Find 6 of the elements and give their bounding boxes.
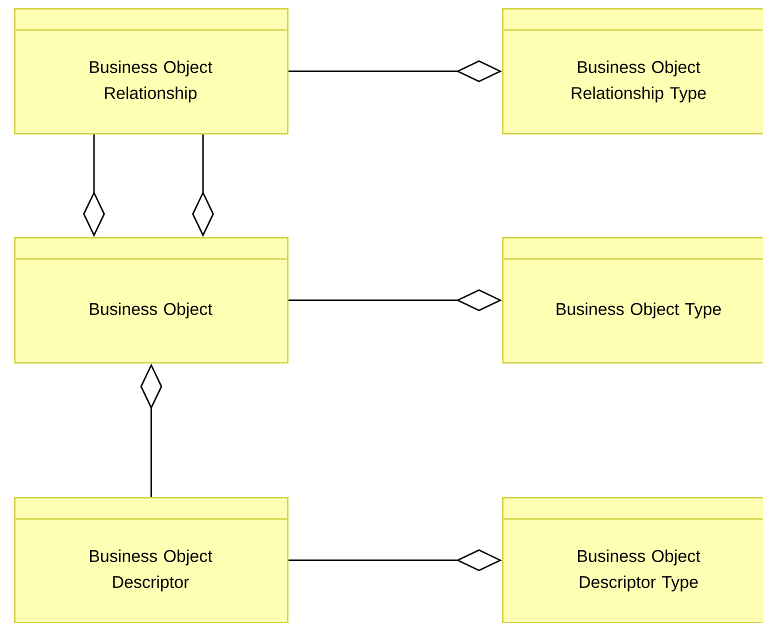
class-box: Business Object Descriptor Type	[502, 497, 763, 623]
class-box: Business Object Relationship	[14, 8, 288, 134]
class-box: Business Object	[14, 237, 288, 364]
class-box: Business Object Type	[502, 237, 763, 364]
class-box: Business Object Relationship Type	[502, 8, 763, 134]
class-box: Business Object Descriptor	[14, 497, 288, 623]
